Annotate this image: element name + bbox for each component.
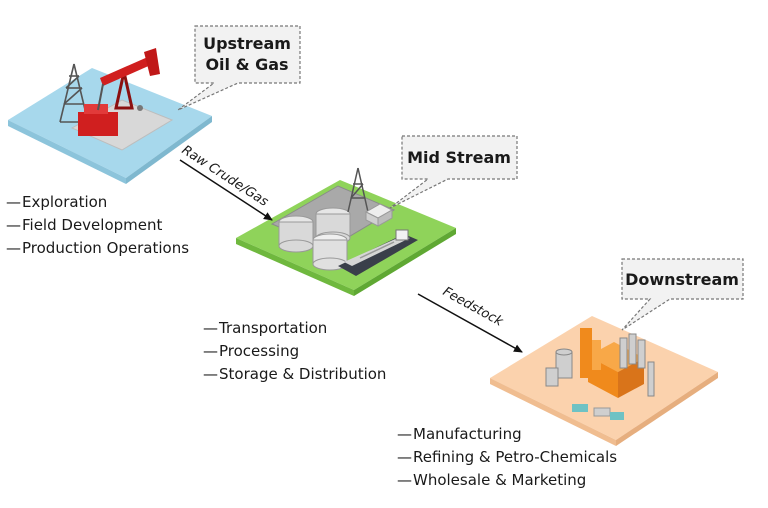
callout-midstream: Mid Stream	[389, 135, 518, 209]
callout-title: Mid Stream	[407, 148, 511, 167]
callout-downstream: Downstream	[621, 258, 744, 331]
list-item: Storage & Distribution	[203, 363, 386, 386]
flow-label: Raw Crude/Gas	[179, 143, 271, 210]
callout-title: Upstream	[203, 34, 291, 53]
downstream-activities-list: Manufacturing Refining & Petro-Chemicals…	[397, 423, 617, 492]
callout-title: Downstream	[625, 270, 739, 289]
midstream-activities-list: Transportation Processing Storage & Dist…	[203, 317, 386, 386]
derrick-icon	[347, 167, 369, 213]
flow-arrow-feedstock: Feedstock	[417, 284, 523, 353]
list-item: Field Development	[6, 214, 189, 237]
control-building-icon	[364, 203, 394, 227]
upstream-activities-list: Exploration Field Development Production…	[6, 191, 189, 260]
flow-label: Feedstock	[440, 284, 506, 329]
list-item: Wholesale & Marketing	[397, 469, 617, 492]
callout-title: Oil & Gas	[205, 55, 288, 74]
pumpjack-icon	[78, 48, 160, 136]
storage-tanks-icon	[278, 207, 351, 271]
list-item: Processing	[203, 340, 386, 363]
tanker-ship-icon	[338, 229, 418, 276]
list-item: Refining & Petro-Chemicals	[397, 446, 617, 469]
vehicles-icon	[572, 404, 624, 420]
callout-upstream: Upstream Oil & Gas	[177, 25, 301, 111]
list-item: Manufacturing	[397, 423, 617, 446]
list-item: Production Operations	[6, 237, 189, 260]
list-item: Transportation	[203, 317, 386, 340]
flow-arrow-raw-crude-gas: Raw Crude/Gas	[179, 143, 273, 221]
list-item: Exploration	[6, 191, 189, 214]
distillation-columns-icon	[545, 333, 655, 397]
